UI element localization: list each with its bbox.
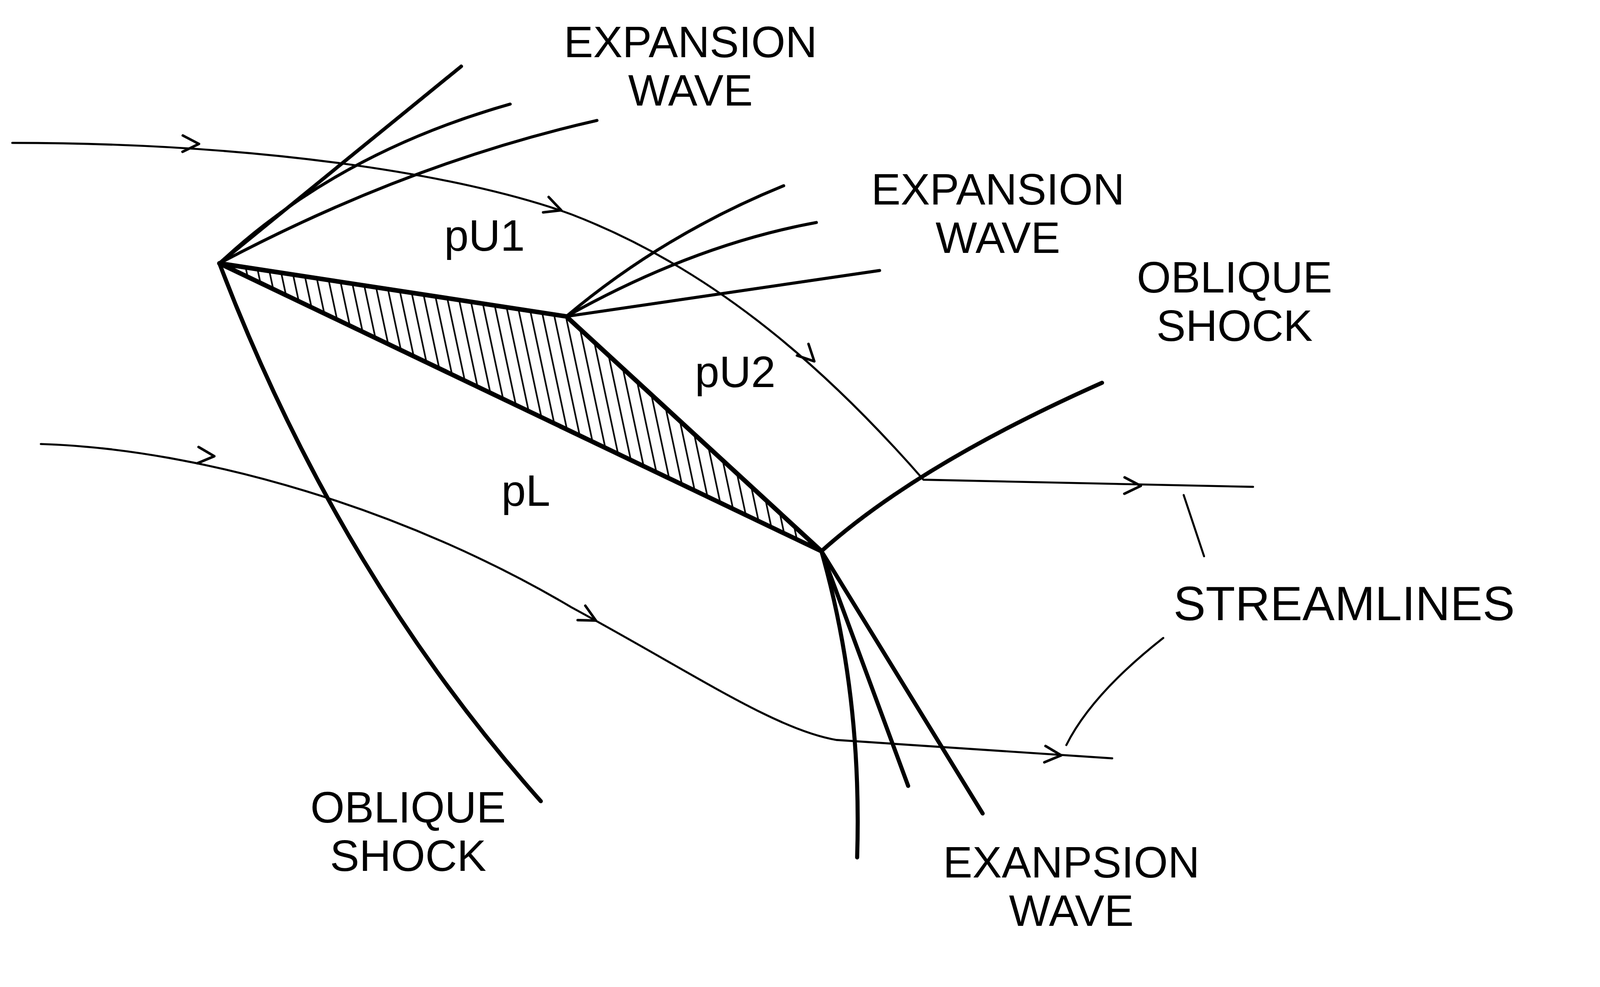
expansion-fan-line — [219, 120, 597, 264]
expansion-fan-line — [566, 185, 784, 317]
wave-label: EXPANSION WAVE — [554, 17, 827, 115]
flow-arrowhead — [1044, 745, 1063, 764]
leader-line — [1183, 494, 1204, 556]
pressure-label: pU1 — [444, 211, 525, 260]
flow-arrowhead — [543, 197, 565, 219]
expansion-fan-line — [219, 66, 462, 264]
streamline — [40, 443, 1113, 759]
streamline-label: STREAMLINES — [1173, 576, 1515, 630]
flow-arrowhead — [577, 605, 600, 628]
streamline — [12, 142, 1253, 487]
wave-label: EXANPSION WAVE — [935, 837, 1208, 935]
flow-arrowhead — [182, 135, 200, 153]
leader-line — [1066, 637, 1164, 746]
oblique-shock-line — [821, 382, 1103, 552]
airfoil-body — [219, 263, 822, 552]
expansion-fan-line — [821, 551, 983, 814]
pressure-label: pU2 — [694, 347, 776, 396]
expansion-fan-line — [566, 270, 880, 317]
shock-label: OBLIQUE SHOCK — [1124, 252, 1345, 350]
flow-arrowhead — [1124, 477, 1141, 494]
flow-arrowhead — [197, 446, 216, 465]
flow-arrowhead — [796, 343, 820, 368]
oblique-shock-line — [219, 263, 541, 802]
shock-label: OBLIQUE SHOCK — [298, 782, 519, 880]
wave-label: EXPANSION WAVE — [861, 164, 1135, 262]
expansion-fan-line — [566, 222, 817, 317]
pressure-label: pL — [501, 466, 551, 515]
